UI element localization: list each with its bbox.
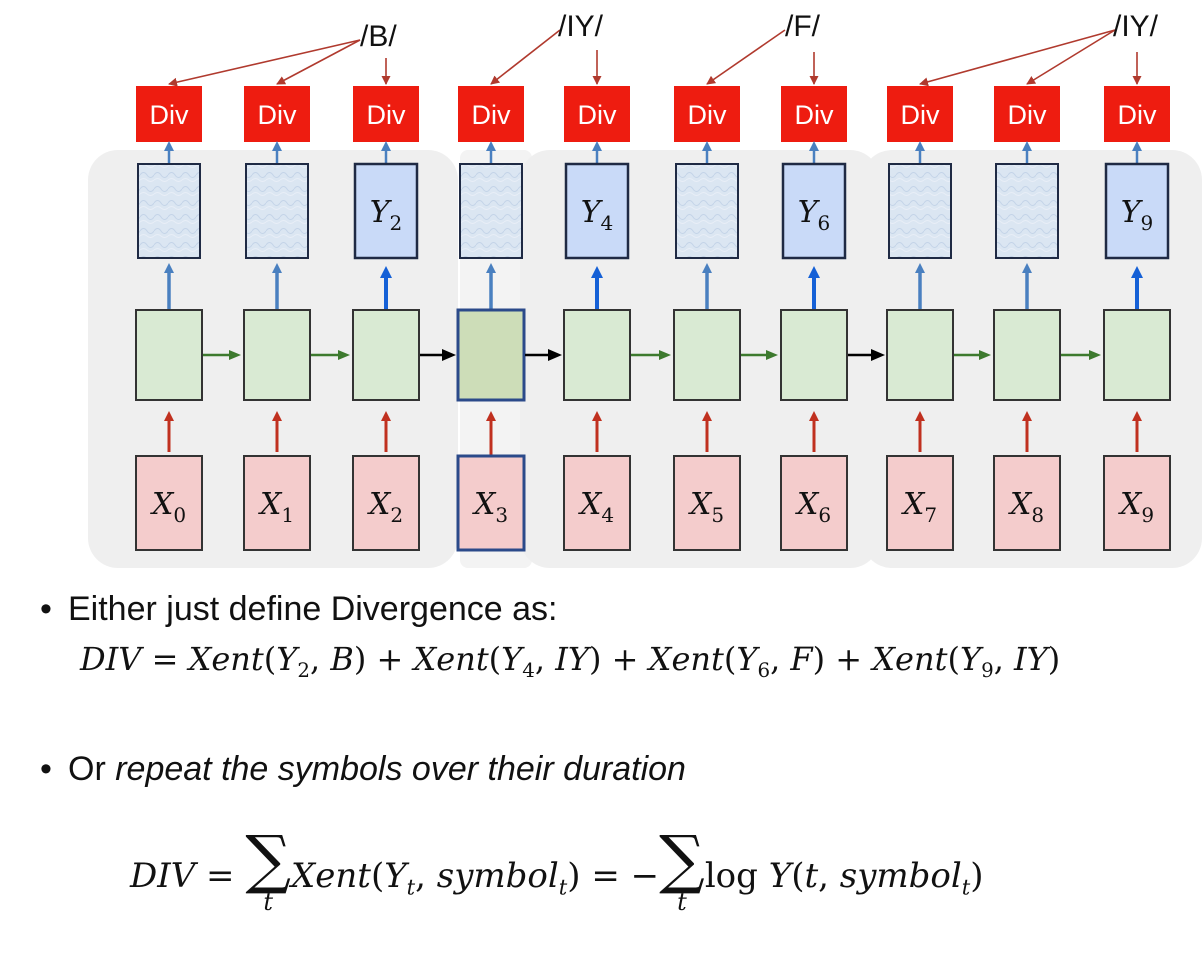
divergence-label-2: Div bbox=[367, 100, 406, 130]
output-box-2 bbox=[353, 162, 419, 260]
input-label-8: X8 bbox=[1008, 487, 1044, 527]
input-box-0 bbox=[135, 455, 203, 551]
output-label-4: Y4 bbox=[581, 195, 614, 235]
bullet-2-emphasis: repeat the symbols over their duration bbox=[115, 750, 686, 788]
hidden-state-box-5 bbox=[673, 309, 741, 401]
divergence-label-5: Div bbox=[688, 100, 727, 130]
bullet-1-text: Either just define Divergence as: bbox=[68, 590, 558, 628]
divergence-label-6: Div bbox=[795, 100, 834, 130]
input-box-4 bbox=[563, 455, 631, 551]
label-connector-1 bbox=[276, 39, 361, 85]
label-connector-3 bbox=[490, 29, 561, 85]
input-box-2 bbox=[352, 455, 420, 551]
hidden-state-box-1 bbox=[243, 309, 311, 401]
divergence-box-0 bbox=[136, 86, 202, 142]
hidden-state-box-4 bbox=[563, 309, 631, 401]
divergence-label-3: Div bbox=[472, 100, 511, 130]
input-box-3 bbox=[456, 454, 526, 552]
hidden-state-box-3 bbox=[456, 308, 526, 402]
divergence-label-7: Div bbox=[901, 100, 940, 130]
input-label-3: X3 bbox=[472, 487, 508, 527]
output-box-5 bbox=[675, 163, 739, 259]
bullet-2: •Or repeat the symbols over their durati… bbox=[40, 750, 686, 788]
phoneme-label-iy-2: /IY/ bbox=[1113, 10, 1159, 43]
input-box-7 bbox=[886, 455, 954, 551]
label-connector-5 bbox=[706, 29, 786, 85]
output-label-2: Y2 bbox=[370, 195, 403, 235]
output-box-9 bbox=[1104, 162, 1170, 260]
divergence-box-2 bbox=[353, 86, 419, 142]
output-label-9: Y9 bbox=[1121, 195, 1154, 235]
input-label-5: X5 bbox=[688, 487, 724, 527]
phoneme-label-f: /F/ bbox=[785, 10, 821, 43]
input-label-4: X4 bbox=[578, 487, 614, 527]
divergence-label-4: Div bbox=[578, 100, 617, 130]
sum-symbol-1: ∑t bbox=[245, 823, 292, 916]
divergence-box-8 bbox=[994, 86, 1060, 142]
label-connector-7 bbox=[919, 29, 1116, 87]
input-box-9 bbox=[1103, 455, 1171, 551]
input-label-9: X9 bbox=[1118, 487, 1154, 527]
input-box-5 bbox=[673, 455, 741, 551]
output-box-6 bbox=[781, 162, 847, 260]
hidden-state-box-9 bbox=[1103, 309, 1171, 401]
output-box-8 bbox=[995, 163, 1059, 259]
output-box-0 bbox=[137, 163, 201, 259]
hidden-state-box-7 bbox=[886, 309, 954, 401]
input-box-1 bbox=[243, 455, 311, 551]
label-connector-0 bbox=[168, 39, 361, 87]
divergence-box-3 bbox=[458, 86, 524, 142]
hidden-state-box-6 bbox=[780, 309, 848, 401]
output-box-4 bbox=[564, 162, 630, 260]
divergence-box-9 bbox=[1104, 86, 1170, 142]
input-label-2: X2 bbox=[367, 487, 403, 527]
hidden-state-box-8 bbox=[993, 309, 1061, 401]
input-box-6 bbox=[780, 455, 848, 551]
input-label-6: X6 bbox=[795, 487, 831, 527]
input-label-0: X0 bbox=[150, 487, 186, 527]
phoneme-label-iy-1: /IY/ bbox=[558, 10, 604, 43]
bullet-1: •Either just define Divergence as: bbox=[40, 590, 558, 628]
divergence-label-0: Div bbox=[150, 100, 189, 130]
input-box-8 bbox=[993, 455, 1061, 551]
divergence-box-7 bbox=[887, 86, 953, 142]
output-label-6: Y6 bbox=[798, 195, 831, 235]
input-label-7: X7 bbox=[901, 487, 937, 527]
equation-1: DIV = Xent(Y2, B) + Xent(Y4, IY) + Xent(… bbox=[80, 640, 1061, 682]
hidden-state-box-2 bbox=[352, 309, 420, 401]
output-box-3 bbox=[459, 163, 523, 259]
input-label-1: X1 bbox=[258, 487, 294, 527]
divergence-label-9: Div bbox=[1118, 100, 1157, 130]
divergence-label-8: Div bbox=[1008, 100, 1047, 130]
divergence-label-1: Div bbox=[258, 100, 297, 130]
divergence-box-4 bbox=[564, 86, 630, 142]
divergence-box-5 bbox=[674, 86, 740, 142]
output-box-7 bbox=[888, 163, 952, 259]
phoneme-label-b: /B/ bbox=[360, 20, 397, 53]
divergence-box-1 bbox=[244, 86, 310, 142]
hidden-state-box-0 bbox=[135, 309, 203, 401]
output-box-1 bbox=[245, 163, 309, 259]
divergence-box-6 bbox=[781, 86, 847, 142]
sum-symbol-2: ∑t bbox=[659, 823, 705, 916]
label-connector-8 bbox=[1026, 29, 1116, 85]
bullet-2-text: Or bbox=[68, 750, 116, 788]
